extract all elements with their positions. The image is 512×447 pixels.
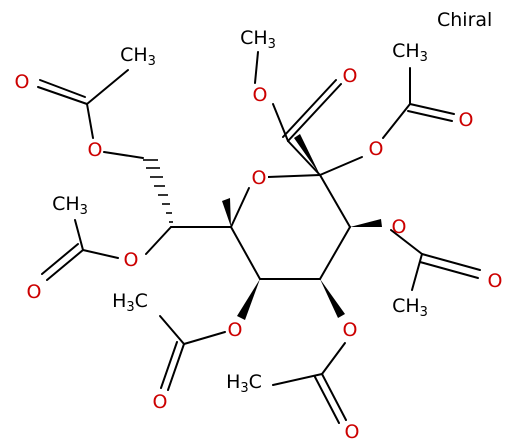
- ch2-methyl-label: CH3: [120, 44, 156, 69]
- ester-methyl-label: CH3: [240, 27, 276, 52]
- c5-ester-oxygen-label: O: [228, 319, 243, 341]
- wedge-c4-o: [320, 279, 345, 318]
- bond-o-acyl-c: [82, 249, 119, 259]
- bond-c2-o-acetoxy: [319, 156, 363, 176]
- chiral-label: Chiral: [437, 9, 492, 31]
- bond-o-acyl-c-top: [86, 103, 94, 139]
- bond-o-acyl-c-bl: [183, 331, 226, 345]
- wedge-c3-o: [350, 219, 382, 227]
- side-ch-methyl-label: CH3: [52, 193, 88, 218]
- c3-carbonyl-oxygen-label: O: [488, 270, 503, 292]
- ring-oxygen-label: O: [252, 167, 267, 189]
- bond-acyl-c-o-br-1: [321, 373, 347, 421]
- bond-acyl-c-ch3-top: [86, 69, 129, 105]
- bond-acyl-c-o-bl-2: [160, 341, 178, 389]
- c2-carbonyl-oxygen-label: O: [459, 109, 474, 131]
- bond-acyl-c-o-2: [41, 243, 79, 275]
- bond-acyl-c-ch3-br: [272, 373, 323, 386]
- bond-acyl-c-ch3-r: [411, 253, 423, 291]
- bond-c6-c5: [230, 226, 261, 280]
- side-ch-ester-oxygen-label: O: [124, 249, 139, 271]
- bond-acyl-c-o-bl-1: [167, 343, 185, 391]
- bond-acyl-c-o-1: [46, 249, 84, 281]
- c4-ester-oxygen-label: O: [343, 319, 358, 341]
- bond-acyl-c-ch3: [74, 219, 84, 251]
- bond-c2-ring-o: [267, 174, 321, 178]
- c4-carbonyl-oxygen-label: O: [345, 421, 360, 443]
- c4-methyl-label: H3C: [226, 371, 262, 396]
- bond-ester-c-o-dbl-2: [282, 79, 337, 138]
- wedge-c2-ester: [294, 134, 320, 175]
- bond-acyl-c-o-r-1: [421, 253, 481, 271]
- bond-o-acyl-c-br: [321, 342, 346, 375]
- bond-acyl-c-o-top-1: [37, 86, 88, 105]
- bond-o-acyl-c-ur: [382, 103, 411, 139]
- ester-carbonyl-oxygen-label: O: [343, 65, 358, 87]
- bond-acyl-c-o-r-2: [419, 261, 479, 279]
- c5-carbonyl-oxygen-label: O: [153, 391, 168, 413]
- bond-ch-o: [145, 226, 172, 255]
- bond-acyl-c-ch3-bl: [159, 315, 185, 345]
- bond-layer: [37, 51, 481, 424]
- bond-ch2-o: [103, 151, 144, 159]
- bond-acyl-c-o-ur-1: [409, 103, 455, 115]
- c5-methyl-label: H3C: [112, 290, 148, 315]
- bond-acyl-c-o-br-2: [314, 376, 340, 424]
- bond-acyl-c-o-ur-2: [407, 110, 453, 122]
- side-ch-carbonyl-oxygen-label: O: [27, 281, 42, 303]
- ring-o-bg: [250, 167, 268, 189]
- bond-c4-c3: [319, 226, 351, 280]
- c3-methyl-label: CH3: [392, 295, 428, 320]
- bond-ester-c-o-dbl-1: [287, 83, 342, 142]
- wedge-layer: [222, 134, 382, 320]
- c2-ester-oxygen-label: O: [369, 138, 384, 160]
- ch2-carbonyl-oxygen-label: O: [15, 71, 30, 93]
- bond-ring-o-c6: [230, 187, 250, 228]
- atom-label-layer: O O O CH3 O O CH3 O O CH3 O O CH3 O O CH…: [15, 27, 503, 443]
- wedge-c5-o: [237, 279, 260, 320]
- hashed-wedge-ch-ch2: [143, 159, 173, 223]
- bond-ester-o-ch3: [254, 51, 259, 84]
- bond-c3-c2: [319, 174, 351, 228]
- ester-alkoxy-oxygen-label: O: [253, 84, 268, 106]
- wedge-c6-ring-o: [222, 198, 231, 227]
- bond-c2-acetal: [287, 140, 321, 176]
- c3-ester-oxygen-label: O: [392, 216, 407, 238]
- bond-o-acyl-c-r: [390, 229, 423, 255]
- bond-acyl-c-o-top-2: [39, 79, 86, 98]
- ch2-ester-oxygen-label: O: [88, 139, 103, 161]
- c2-methyl-label: CH3: [392, 40, 428, 65]
